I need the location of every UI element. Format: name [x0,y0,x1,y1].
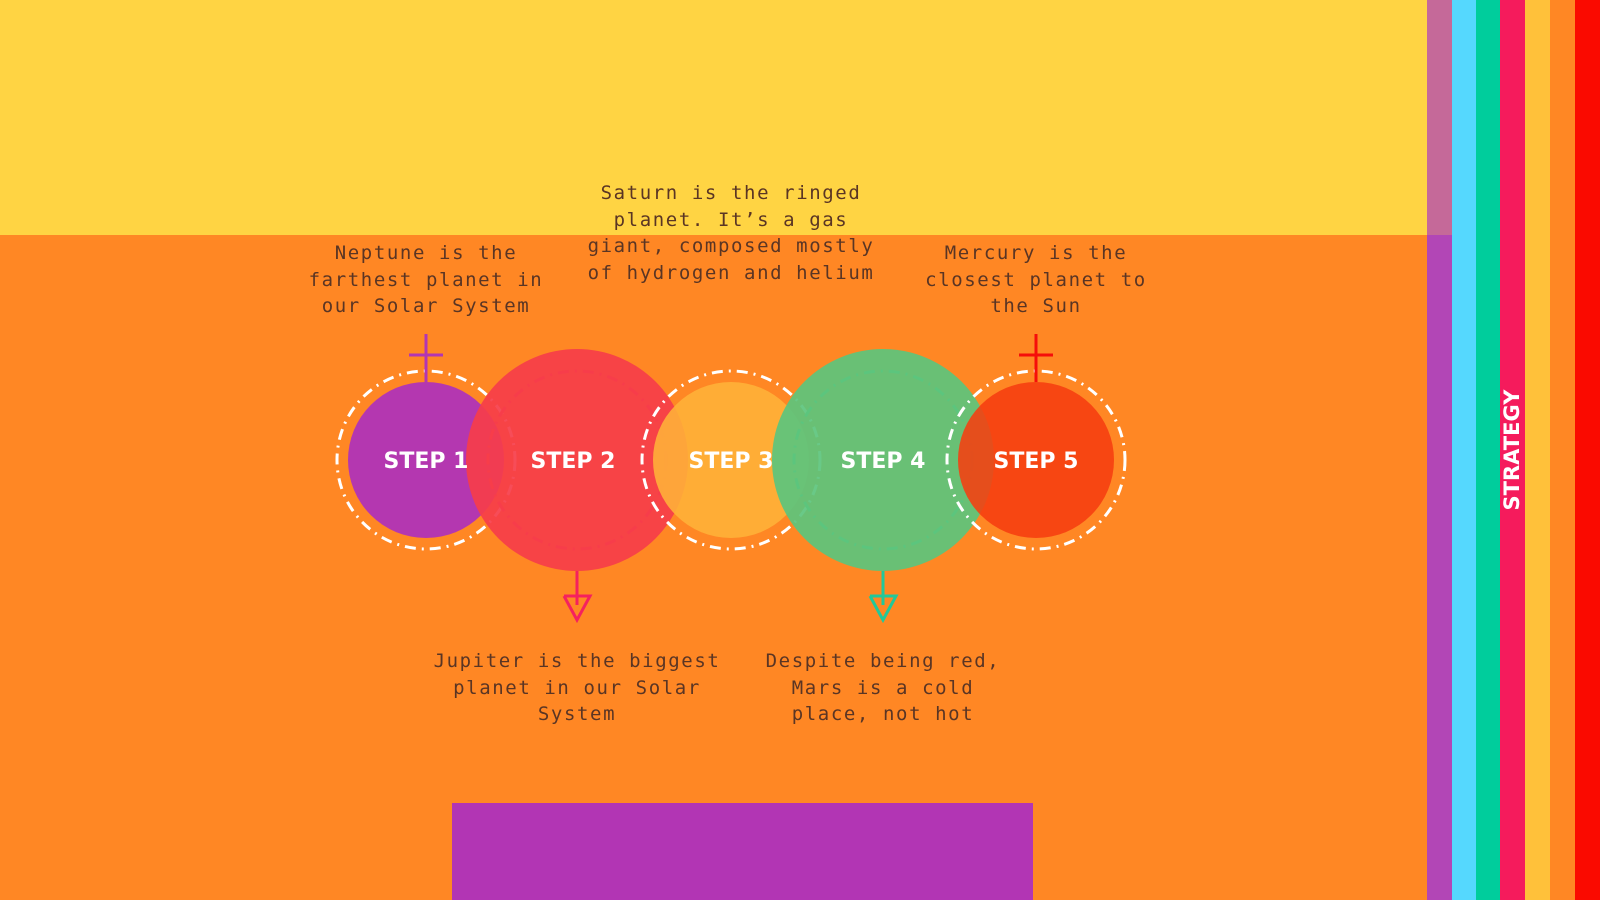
step-5-label: STEP 5 [994,449,1079,474]
stripe-cyan [1452,0,1476,900]
step-5-cross-icon [1019,334,1053,382]
step-5-description: Mercury is the closest planet to the Sun [925,242,1147,317]
step-4-label: STEP 4 [841,449,926,474]
step-5 [945,334,1127,551]
stripe-orange [1550,0,1575,900]
step-2-arrow-down-icon [562,571,593,624]
top-band [0,0,1600,235]
stripe-red [1575,0,1600,900]
step-4-description: Despite being red, Mars is a cold place,… [765,650,1001,725]
step-2-label: STEP 2 [531,449,616,474]
step-1-description: Neptune is the farthest planet in our So… [308,242,544,317]
step-2 [466,349,688,624]
step-3-description: Saturn is the ringed planet. It’s a gas … [587,182,875,284]
stripe-purple [1427,0,1452,900]
step-3-label: STEP 3 [689,449,774,474]
stripe-highlight [1427,0,1452,235]
step-2-description: Jupiter is the biggest planet in our Sol… [433,650,721,725]
stripe-yellow [1525,0,1550,900]
step-1-circle [348,382,504,538]
step-4 [772,349,994,624]
step-5-circle [958,382,1114,538]
stripe-teal [1476,0,1500,900]
stripe-pink [1500,0,1525,900]
step-4-arrow-down-icon [868,571,899,624]
step-1-label: STEP 1 [384,449,469,474]
bottom-block [452,803,1033,900]
step-1-cross-icon [409,334,443,382]
step-3-circle [653,382,809,538]
step-2-circle [466,349,688,571]
step-4-circle [772,349,994,571]
